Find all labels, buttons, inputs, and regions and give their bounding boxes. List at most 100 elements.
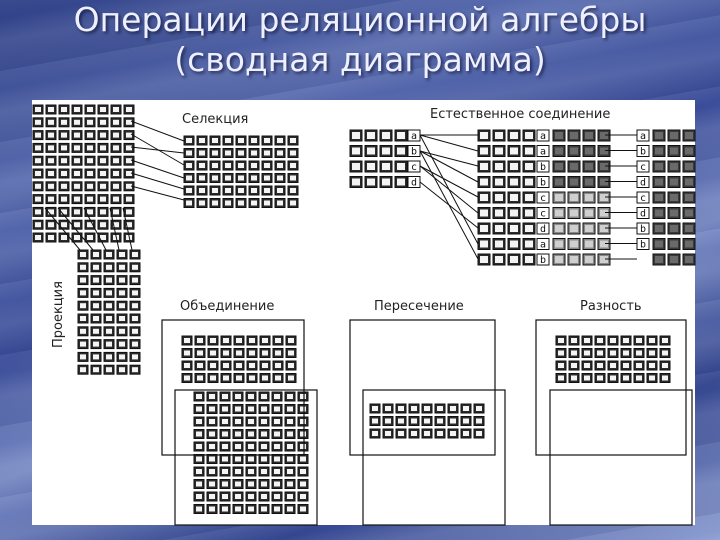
intersection-frame-a xyxy=(349,319,496,456)
join-middle-cell xyxy=(492,222,506,235)
source-relation-cell xyxy=(58,206,70,217)
difference-cell xyxy=(659,360,671,371)
join-middle-right-cell xyxy=(567,207,581,219)
source-relation-cell xyxy=(123,219,135,230)
join-left-cell xyxy=(349,145,363,157)
join-result-key-box xyxy=(636,129,650,142)
join-middle-key: c xyxy=(540,209,546,220)
join-middle-right-cell xyxy=(582,222,596,235)
union-cell-b xyxy=(258,491,270,502)
diagram-connectors xyxy=(44,120,637,260)
selection-result-cell xyxy=(222,198,234,208)
join-middle-cell xyxy=(477,129,491,142)
union-cell-a xyxy=(259,373,271,383)
difference-cell xyxy=(620,348,632,358)
intersection-cell xyxy=(447,428,459,439)
union-cell-a xyxy=(181,335,193,346)
join-left-cell xyxy=(394,176,408,188)
join-middle-cell xyxy=(477,238,491,250)
projection-result-cell xyxy=(77,339,89,350)
projection-result-cell xyxy=(116,339,128,350)
union-cell-b xyxy=(206,504,218,514)
join-left-cell xyxy=(379,129,393,142)
source-relation-cell xyxy=(123,206,135,217)
union-cell-b xyxy=(297,454,309,464)
difference-cell xyxy=(568,373,580,383)
join-result-key-box xyxy=(636,145,650,157)
selection-result-cell xyxy=(222,173,234,183)
source-relation-cell xyxy=(97,130,109,141)
join-middle-cell xyxy=(507,222,521,235)
source-relation-cell xyxy=(71,155,83,166)
selection-result-cell xyxy=(261,148,273,158)
union-cell-a xyxy=(207,373,219,383)
union-cell-b xyxy=(258,504,270,514)
union-cell-b xyxy=(206,416,218,427)
join-left-key: b xyxy=(411,147,417,158)
source-relation-cell xyxy=(110,155,122,166)
union-cell-b xyxy=(284,466,296,477)
union-cell-b xyxy=(232,491,244,502)
join-middle-cell xyxy=(522,176,536,188)
union-cell-a xyxy=(220,348,232,358)
selection-result-cell xyxy=(248,173,260,183)
selection-result-cell xyxy=(287,185,299,196)
join-middle-cell xyxy=(522,145,536,157)
union-cell-b xyxy=(219,504,231,514)
join-middle-cell xyxy=(507,191,521,204)
selection-result-cell xyxy=(287,148,299,158)
join-middle-key-box xyxy=(536,145,550,157)
join-result-key: b xyxy=(640,240,646,251)
projection-result-cell xyxy=(103,326,115,337)
source-relation-cell xyxy=(45,206,57,217)
projection-result-cell xyxy=(77,287,89,298)
join-middle-cell xyxy=(492,160,506,173)
source-relation-cell xyxy=(58,117,70,128)
join-middle-right-cell xyxy=(582,207,596,219)
join-left-cell xyxy=(379,145,393,157)
selection-result-cell xyxy=(235,198,247,208)
union-cell-b xyxy=(232,504,244,514)
join-result-cell xyxy=(667,160,681,173)
selection-result-cell xyxy=(196,185,208,196)
projection-result-cell xyxy=(103,262,115,273)
slide-title: Операции реляционной алгебры (сводная ди… xyxy=(0,0,720,80)
join-middle-cell xyxy=(507,207,521,219)
union-cell-a xyxy=(272,348,284,358)
union-cell-a xyxy=(246,373,258,383)
union-cell-b xyxy=(206,429,218,439)
union-cell-a xyxy=(246,348,258,358)
union-cell-b xyxy=(271,479,283,489)
join-middle-cell xyxy=(492,207,506,219)
join-connector xyxy=(419,165,479,198)
source-relation-cell xyxy=(97,117,109,128)
difference-cell xyxy=(555,348,567,358)
projection-result-cell xyxy=(90,326,102,337)
difference-cell xyxy=(646,335,658,346)
join-middle-right-cell xyxy=(567,238,581,250)
intersection-frame-b xyxy=(362,389,506,526)
selection-result-cell xyxy=(183,135,195,146)
union-cell-b xyxy=(297,466,309,477)
union-cell-a xyxy=(194,348,206,358)
union-cell-b xyxy=(258,404,270,414)
union-cell-b xyxy=(271,454,283,464)
source-relation-cell xyxy=(45,130,57,141)
difference-cell xyxy=(633,348,645,358)
selection-result-cell xyxy=(261,185,273,196)
selection-result-cell xyxy=(274,160,286,171)
projection-result-cell xyxy=(77,249,89,260)
selection-result-cell xyxy=(248,135,260,146)
intersection-cell xyxy=(382,403,394,414)
join-middle-key-box xyxy=(536,160,550,173)
source-relation-cell xyxy=(32,219,44,230)
join-middle-right-cell xyxy=(567,253,581,266)
source-relation-cell xyxy=(32,104,44,115)
join-middle-right-cell xyxy=(552,129,566,142)
projection-result-cell xyxy=(129,364,141,375)
join-result-key-box xyxy=(636,160,650,173)
source-relation-cell xyxy=(32,155,44,166)
difference-cell xyxy=(581,360,593,371)
intersection-cell xyxy=(408,428,420,439)
union-cell-b xyxy=(193,441,205,452)
